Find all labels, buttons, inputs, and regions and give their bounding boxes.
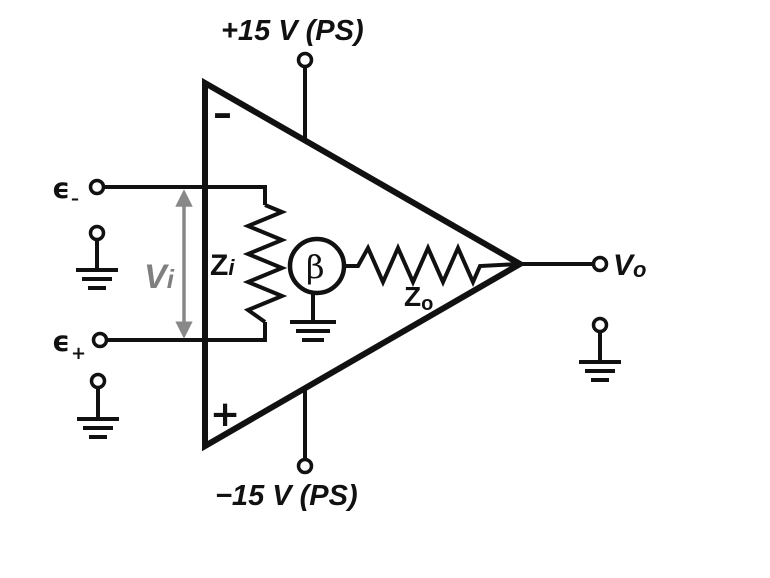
inverting-input-wire	[103, 185, 267, 205]
ground-symbol-left-top	[76, 224, 118, 290]
zo-label-sub: o	[421, 293, 433, 315]
noninverting-input-label: ϵ	[52, 325, 70, 358]
opamp-triangle	[202, 77, 527, 452]
vo-label-sub: o	[633, 257, 646, 282]
zo-label: Zo	[404, 281, 433, 315]
zi-label-sub: i	[228, 255, 235, 280]
zi-label-main: Z	[210, 249, 228, 282]
opamp-minus-sign: –	[213, 91, 232, 135]
vi-label: Vi	[144, 258, 175, 296]
beta-source-ground	[290, 293, 336, 342]
inverting-input-label: ϵ	[52, 172, 70, 205]
zi-resistor	[242, 203, 288, 324]
positive-supply-terminal	[296, 51, 314, 69]
negative-supply-label: −15 V (PS)	[215, 480, 358, 512]
zo-label-main: Z	[404, 281, 421, 312]
vo-label: Vo	[613, 249, 646, 282]
inverting-input-terminal	[88, 178, 106, 196]
vi-label-sub: i	[167, 264, 175, 294]
noninverting-input-sub: +	[71, 343, 86, 364]
opamp-plus-sign: +	[210, 394, 240, 435]
ground-symbol-output	[579, 316, 621, 382]
noninverting-input-wire	[106, 322, 267, 342]
noninverting-input-terminal	[91, 331, 109, 349]
output-terminal	[591, 255, 609, 273]
negative-supply-terminal	[296, 457, 314, 475]
beta-symbol: β	[306, 248, 325, 286]
positive-supply-label: +15 V (PS)	[221, 15, 364, 47]
zi-label: Zi	[210, 249, 235, 282]
inverting-input-sub: –	[71, 189, 79, 208]
ground-symbol-left-bottom	[77, 372, 119, 439]
vi-label-main: V	[144, 258, 170, 296]
zo-resistor	[344, 243, 521, 287]
vo-label-main: V	[613, 249, 636, 282]
